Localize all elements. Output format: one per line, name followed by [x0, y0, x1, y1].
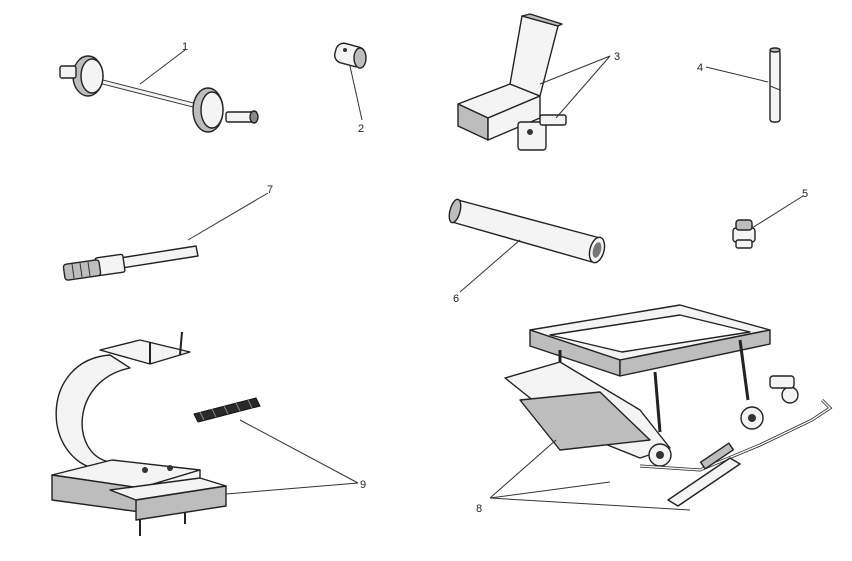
- callout-7: 7: [267, 184, 273, 196]
- tool-2-bushing: [334, 42, 367, 69]
- callout-8: 8: [476, 503, 482, 515]
- tool-3-kit-box: [457, 13, 567, 151]
- tool-1-bearing-puller: [59, 55, 259, 133]
- tool-4-pin: [769, 47, 781, 123]
- callout-1: 1: [182, 41, 188, 53]
- callout-6: 6: [453, 293, 459, 305]
- callout-9: 9: [360, 479, 366, 491]
- tool-9-stand: [51, 331, 261, 536]
- callout-5: 5: [802, 188, 808, 200]
- callout-4: 4: [697, 62, 703, 74]
- tool-7-rod: [62, 245, 199, 281]
- tool-8-jack-stand: [504, 304, 833, 507]
- spring: [193, 397, 261, 423]
- callout-2: 2: [358, 123, 364, 135]
- tool-5-nut: [732, 219, 756, 249]
- tool-6-tube: [448, 198, 606, 264]
- callout-3: 3: [614, 51, 620, 63]
